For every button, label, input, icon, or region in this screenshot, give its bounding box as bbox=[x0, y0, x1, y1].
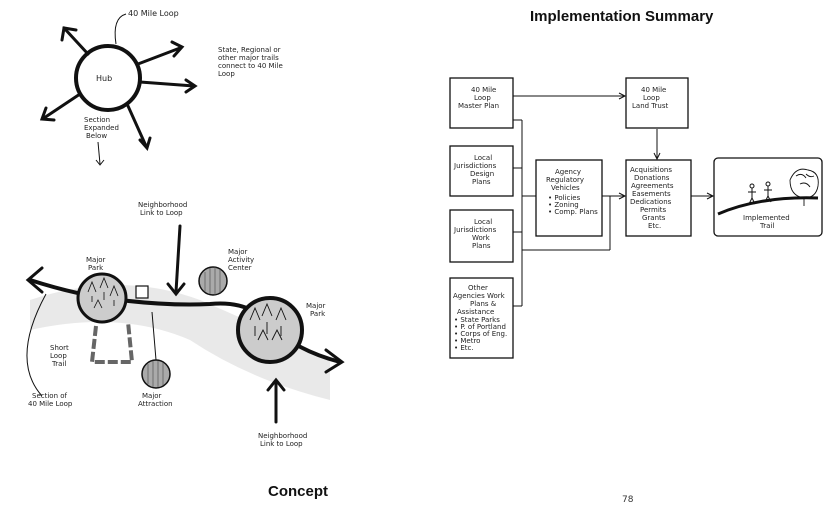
major-park-left bbox=[76, 272, 128, 324]
agency-line-3: Vehicles bbox=[551, 184, 580, 192]
major-park-right-label-2: Park bbox=[310, 310, 326, 318]
other-line-3: Plans & bbox=[470, 300, 497, 308]
other-line-4: Assistance bbox=[457, 308, 494, 316]
master-plan-line-2: Loop bbox=[474, 94, 491, 102]
local-work-line-2: Jurisdictions bbox=[453, 226, 497, 234]
local-work-plans-box bbox=[449, 209, 514, 263]
concept-title: Concept bbox=[268, 483, 328, 500]
local-design-line-2: Jurisdictions bbox=[453, 162, 497, 170]
other-agencies-box bbox=[449, 277, 514, 359]
implemented-line-2: Trail bbox=[759, 222, 774, 230]
trails-note-4: Loop bbox=[218, 70, 235, 78]
acq-line-1: Acquisitions bbox=[630, 166, 672, 174]
trails-note-3: connect to 40 Mile bbox=[218, 62, 283, 70]
major-activity-label-2: Activity bbox=[228, 256, 254, 264]
local-design-line-4: Plans bbox=[472, 178, 491, 186]
implemented-line-1: Implemented bbox=[743, 214, 790, 222]
agency-bullet-3: • Comp. Plans bbox=[548, 208, 598, 216]
major-park-right bbox=[236, 296, 304, 364]
section-of-loop-label-1: Section of bbox=[32, 392, 68, 400]
section-of-loop-leader bbox=[26, 293, 47, 397]
hub-circle bbox=[74, 44, 142, 112]
flow-diagram: 40 Mile Loop Master Plan 40 Mile Loop La… bbox=[449, 77, 823, 359]
major-attraction-label-2: Attraction bbox=[138, 400, 173, 408]
other-bullet-1: • State Parks bbox=[454, 316, 500, 324]
local-work-line-3: Work bbox=[472, 234, 491, 242]
land-trust-box bbox=[625, 77, 689, 129]
major-activity-center bbox=[198, 266, 228, 296]
trail-walkers-icon bbox=[748, 181, 772, 205]
major-activity-label-3: Center bbox=[228, 264, 252, 272]
major-park-left-label-2: Park bbox=[88, 264, 104, 272]
agency-vehicles-box bbox=[535, 159, 603, 237]
major-attraction bbox=[141, 359, 171, 389]
local-work-line-4: Plans bbox=[472, 242, 491, 250]
page-number: 78 bbox=[622, 495, 634, 505]
master-plan-line-1: 40 Mile bbox=[471, 86, 496, 94]
loop-label: 40 Mile Loop bbox=[128, 9, 179, 18]
acq-line-8: Etc. bbox=[648, 222, 661, 230]
acq-line-4: Easements bbox=[632, 190, 671, 198]
park-trees-left bbox=[87, 276, 119, 309]
major-park-left-label-1: Major bbox=[86, 256, 106, 264]
trail-tree-icon bbox=[789, 168, 819, 206]
short-loop-label-2: Loop bbox=[50, 352, 67, 360]
park-trees-right bbox=[249, 302, 287, 341]
neighborhood-bottom-label-2: Link to Loop bbox=[260, 440, 303, 448]
short-loop-label-1: Short bbox=[50, 344, 69, 352]
loop-leader bbox=[114, 13, 127, 45]
land-trust-line-1: 40 Mile bbox=[641, 86, 666, 94]
local-design-line-3: Design bbox=[470, 170, 494, 178]
other-line-1: Other bbox=[468, 284, 488, 292]
acquisitions-box bbox=[625, 159, 692, 237]
short-loop-label-3: Trail bbox=[51, 360, 66, 368]
hub-diagram: Hub 40 Mile Loop State, Regional or othe… bbox=[39, 9, 283, 166]
neighborhood-top-label-2: Link to Loop bbox=[140, 209, 183, 217]
acq-line-7: Grants bbox=[642, 214, 666, 222]
other-bullet-5: • Etc. bbox=[454, 344, 474, 352]
local-work-line-1: Local bbox=[474, 218, 492, 226]
hub-arrows bbox=[39, 26, 198, 152]
section-note-3: Below bbox=[86, 132, 107, 140]
trails-note-2: other major trails bbox=[218, 54, 279, 62]
master-plan-box bbox=[449, 77, 514, 129]
other-bullet-3: • Corps of Eng. bbox=[454, 330, 507, 338]
small-facility bbox=[135, 285, 149, 299]
section-note-1: Section bbox=[84, 116, 110, 124]
acq-line-2: Donations bbox=[634, 174, 670, 182]
implementation-title: Implementation Summary bbox=[530, 8, 714, 25]
agency-bullet-2: • Zoning bbox=[548, 201, 579, 209]
other-bullet-4: • Metro bbox=[454, 337, 480, 345]
concept-map: Major Park Major Park Major Activity Cen… bbox=[25, 201, 345, 448]
agency-line-1: Agency bbox=[555, 168, 581, 176]
neighborhood-bottom-label-1: Neighborhood bbox=[258, 432, 307, 440]
local-design-line-1: Local bbox=[474, 154, 492, 162]
master-plan-line-3: Master Plan bbox=[458, 102, 499, 110]
other-bullet-2: • P. of Portland bbox=[454, 323, 506, 331]
neighborhood-top-label-1: Neighborhood bbox=[138, 201, 187, 209]
acq-line-3: Agreements bbox=[631, 182, 674, 190]
section-note-arrow bbox=[97, 141, 101, 165]
major-activity-label-1: Major bbox=[228, 248, 248, 256]
agency-line-2: Regulatory bbox=[546, 176, 584, 184]
trails-note-1: State, Regional or bbox=[218, 46, 281, 54]
acq-line-5: Dedications bbox=[630, 198, 672, 206]
short-loop-trail bbox=[89, 321, 135, 364]
section-note-2: Expanded bbox=[84, 124, 119, 132]
section-of-loop-label-2: 40 Mile Loop bbox=[28, 400, 73, 408]
other-line-2: Agencies Work bbox=[453, 292, 506, 300]
hub-label: Hub bbox=[96, 74, 112, 83]
local-design-plans-box bbox=[449, 145, 514, 197]
land-trust-line-2: Loop bbox=[643, 94, 660, 102]
agency-bullet-1: • Policies bbox=[548, 194, 581, 202]
acq-line-6: Permits bbox=[640, 206, 667, 214]
land-trust-line-3: Land Trust bbox=[632, 102, 669, 110]
major-park-right-label-1: Major bbox=[306, 302, 326, 310]
major-attraction-label-1: Major bbox=[142, 392, 162, 400]
